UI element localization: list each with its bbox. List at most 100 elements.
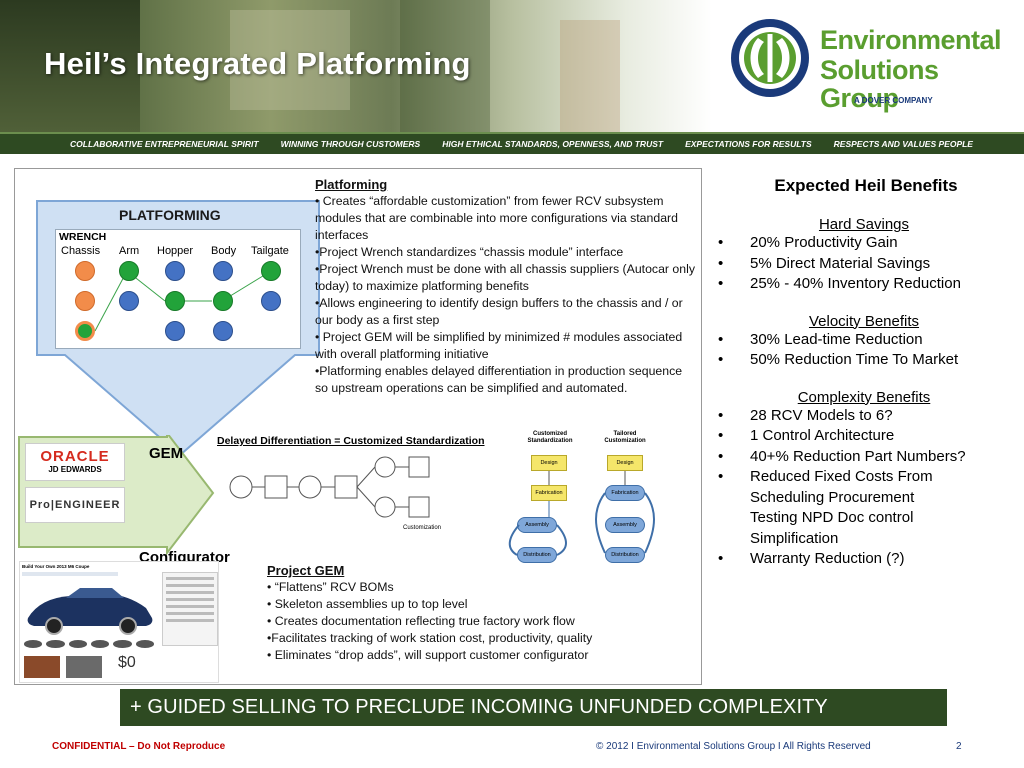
esg-logo: Environmental Solutions Group A DOVER CO… [728,12,1018,112]
gem-point: • “Flattens” RCV BOMs [267,580,394,594]
hopper-node [165,291,185,311]
benefit-item: 5% Direct Material Savings [714,254,1014,275]
values-bar: COLLABORATIVE ENTREPRENEURIAL SPIRIT WIN… [0,132,1024,154]
delayed-differentiation-flow [229,456,430,518]
configurator-options-panel [162,572,218,646]
wrench-label: WRENCH [59,231,107,243]
tailgate-node [261,261,281,281]
column-label-chassis: Chassis [61,245,101,257]
flow-col2-title: Tailored Customization [604,431,646,444]
benefit-item: Reduced Fixed Costs From Scheduling Proc… [714,467,964,549]
configurator-promo-2 [66,656,102,678]
body-node [213,291,233,311]
logo-subtitle: A DOVER COMPANY [854,96,933,105]
project-gem-heading: Project GEM [267,563,345,578]
page-number: 2 [956,741,962,752]
velocity-benefits-title: Velocity Benefits [808,312,920,330]
hopper-node [165,321,185,341]
car-image-icon [27,588,153,635]
benefit-item: 50% Reduction Time To Market [714,350,1014,371]
gem-label: GEM [149,445,184,462]
benefit-item: Warranty Reduction (?) [714,549,1014,570]
flow-step-label: Distribution [611,552,639,558]
proengineer-text: Pro|ENGINEER [29,499,121,511]
value-item: WINNING THROUGH CUSTOMERS [280,139,421,149]
esg-logo-icon [731,19,809,97]
flow-fabrication-2: Fabrication [605,485,645,501]
platforming-heading: Platforming [315,177,388,192]
platforming-point: •Allows engineering to identify design b… [315,296,683,327]
value-item: RESPECTS AND VALUES PEOPLE [833,139,973,149]
flow-arrows [508,471,655,556]
value-item: EXPECTATIONS FOR RESULTS [685,139,812,149]
logo-text-line1: Environmental [820,25,1002,55]
benefit-item: 20% Productivity Gain [714,233,1014,254]
flow-step-label: Assembly [525,522,549,528]
platforming-point: •Project Wrench must be done with all ch… [315,262,695,293]
benefit-item: 25% - 40% Inventory Reduction [714,274,1014,295]
copyright-notice: © 2012 I Environmental Solutions Group I… [596,741,871,752]
flow-distribution-1: Distribution [517,547,557,563]
chassis-node [75,291,95,311]
column-label-arm: Arm [119,245,140,257]
complexity-benefits-title: Complexity Benefits [797,388,931,406]
benefit-item: 1 Control Architecture [714,426,1014,447]
configurator-screenshot: Build Your Own 2013 M6 Coupe $0 [19,561,219,683]
flow-step-label: Design [540,460,558,466]
confidential-notice: CONFIDENTIAL – Do Not Reproduce [52,741,226,752]
customization-label: Customization [403,525,442,531]
platforming-diagram: PLATFORMING WRENCH Chassis Arm Hopper Bo… [14,168,702,685]
flow-step-label: Fabrication [611,490,639,496]
chassis-node [75,261,95,281]
gem-point: •Facilitates tracking of work station co… [267,631,593,645]
slide-header: Heil’s Integrated Platforming Environmen… [0,0,1024,132]
configurator-tabs [22,572,118,576]
flow-design-1: Design [531,455,567,471]
project-gem-text-block: Project GEM • “Flattens” RCV BOMs • Skel… [267,562,697,664]
column-label-tailgate: Tailgate [251,245,289,257]
flow-assembly-2: Assembly [605,517,645,533]
flow-fabrication-1: Fabrication [531,485,567,501]
oracle-text: ORACLE [40,448,110,465]
platforming-point: •Platforming enables delayed differentia… [315,364,683,395]
flow-step-label: Assembly [613,522,637,528]
column-label-hopper: Hopper [157,245,194,257]
benefit-item: 30% Lead-time Reduction [714,330,1014,351]
configurator-promo-1 [24,656,60,678]
jd-edwards-text: JD EDWARDS [48,465,102,474]
delayed-differentiation-title: Delayed Differentiation = Customized Sta… [217,435,485,447]
complexity-benefits-list: 28 RCV Models to 6? 1 Control Architectu… [714,406,1014,570]
benefits-title: Expected Heil Benefits [774,176,958,195]
oracle-logo: ORACLE JD EDWARDS [25,443,125,481]
gem-point: • Skeleton assemblies up to top level [267,597,468,611]
benefit-item: 28 RCV Models to 6? [714,406,1014,427]
flow-design-2: Design [607,455,643,471]
gem-point: • Creates documentation reflecting true … [267,614,575,628]
hard-savings-list: 20% Productivity Gain 5% Direct Material… [714,233,1014,295]
flow-step-label: Distribution [523,552,551,558]
guided-selling-banner: + GUIDED SELLING TO PRECLUDE INCOMING UN… [120,689,947,726]
value-item: COLLABORATIVE ENTREPRENEURIAL SPIRIT [70,139,259,149]
configurator-thumbnails [24,640,154,648]
flow-step-label: Fabrication [535,490,563,496]
benefits-column: Expected Heil Benefits Hard Savings 20% … [714,176,1014,588]
velocity-benefits-list: 30% Lead-time Reduction 50% Reduction Ti… [714,330,1014,371]
hopper-node [165,261,185,281]
body-node [213,321,233,341]
proengineer-logo: Pro|ENGINEER [25,487,125,523]
platforming-box-title: PLATFORMING [119,207,221,223]
configurator-price: $0 [118,654,136,671]
tailgate-node [261,291,281,311]
chassis-node [75,321,95,341]
platforming-point: •Project Wrench standardizes “chassis mo… [315,245,624,259]
slide-title: Heil’s Integrated Platforming [44,46,471,81]
platforming-point: • Project GEM will be simplified by mini… [315,330,683,361]
flow-step-label: Design [616,460,634,466]
platforming-text-block: Platforming • Creates “affordable custom… [315,176,695,397]
benefit-item: 40+% Reduction Part Numbers? [714,447,1014,468]
flow-distribution-2: Distribution [605,547,645,563]
logo-text-line2: Solutions Group [820,55,939,113]
arm-node [119,291,139,311]
value-item: HIGH ETHICAL STANDARDS, OPENNESS, AND TR… [442,139,664,149]
body-node [213,261,233,281]
